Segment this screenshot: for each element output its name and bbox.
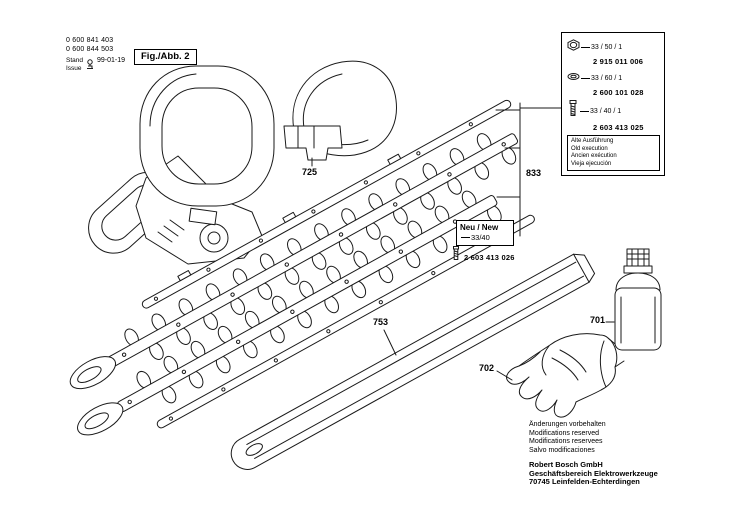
note-line: Ancien exécution (571, 153, 617, 159)
blade-guard-drawing (230, 253, 596, 470)
fastener-ref: 33 / 60 / 1 (591, 74, 623, 82)
stamp-icon (86, 57, 94, 75)
new-part-title: Neu / New (460, 223, 499, 232)
figure-label: Fig./Abb. 2 (134, 49, 197, 65)
note-line: Alte Ausführung (571, 138, 614, 144)
fastener-row-screw: 33 / 40 / 1 (567, 100, 660, 122)
notice-line: Salvo modificaciones (529, 446, 595, 454)
old-parts-box: 33 / 50 / 1 2 915 011 006 33 / 60 / 1 2 … (561, 32, 665, 176)
glove-drawing (506, 333, 625, 418)
leader-dash (461, 237, 470, 238)
fastener-part-number: 2 915 011 006 (593, 57, 644, 66)
footer-notices: Änderungen vorbehalten Modifications res… (529, 421, 658, 487)
new-part-number: 2 603 413 026 (464, 253, 515, 262)
model-number-1: 0 600 841 403 (66, 37, 114, 44)
nut-icon (567, 38, 580, 56)
notice-line: Modifications reservees (529, 438, 603, 445)
company-name: Robert Bosch GmbH (529, 460, 603, 469)
washer-icon (567, 69, 580, 87)
fastener-row-nut: 33 / 50 / 1 (567, 38, 660, 56)
issue-date: 99-01-19 (97, 57, 126, 64)
company-address: 70745 Leinfelden-Echterdingen (529, 477, 640, 486)
fastener-ref: 33 / 40 / 1 (590, 107, 622, 115)
callout-hand-guard: 725 (302, 167, 318, 177)
leader-dash (580, 110, 589, 112)
fastener-row-washer: 33 / 60 / 1 (567, 69, 660, 87)
callout-lubricant: 701 (590, 315, 606, 325)
callout-blade-set: 833 (526, 168, 542, 178)
notice-line: Modifications reserved (529, 429, 600, 437)
note-line: Old execution (571, 145, 608, 152)
lubricant-bottle-drawing (614, 248, 662, 351)
old-execution-note: Alte Ausführung Old execution Ancien exé… (567, 135, 660, 171)
new-part-box: Neu / New 33/40 (456, 220, 514, 246)
motor-housing-drawing (88, 65, 275, 265)
hand-guard-drawing (283, 60, 397, 161)
fastener-ref: 33 / 50 / 1 (591, 43, 623, 51)
screw-icon (451, 246, 461, 266)
fastener-part-number: 2 603 413 025 (593, 123, 644, 132)
screw-icon (567, 100, 579, 122)
leader-dash (581, 77, 590, 79)
callout-blade-guard: 753 (373, 317, 389, 327)
company-division: Geschäftsbereich Elektrowerkzeuge (529, 468, 658, 478)
issue-block: Stand Issue 99-01-19 (66, 57, 125, 75)
document-header: 0 600 841 403 0 600 844 503 Stand Issue … (66, 37, 125, 75)
model-number-2: 0 600 844 503 (66, 45, 114, 53)
issue-label: Issue (66, 64, 82, 72)
stand-label: Stand (66, 57, 83, 64)
blade-set-drawing (69, 99, 535, 436)
new-part-ref: 33/40 (471, 233, 490, 242)
note-line: Vieja ejecución (571, 160, 612, 167)
notice-line: Änderungen vorbehalten (529, 421, 606, 428)
fastener-part-number: 2 600 101 028 (593, 88, 644, 97)
callout-gloves: 702 (479, 363, 495, 373)
leader-dash (581, 46, 590, 48)
leader-lines (311, 102, 615, 381)
